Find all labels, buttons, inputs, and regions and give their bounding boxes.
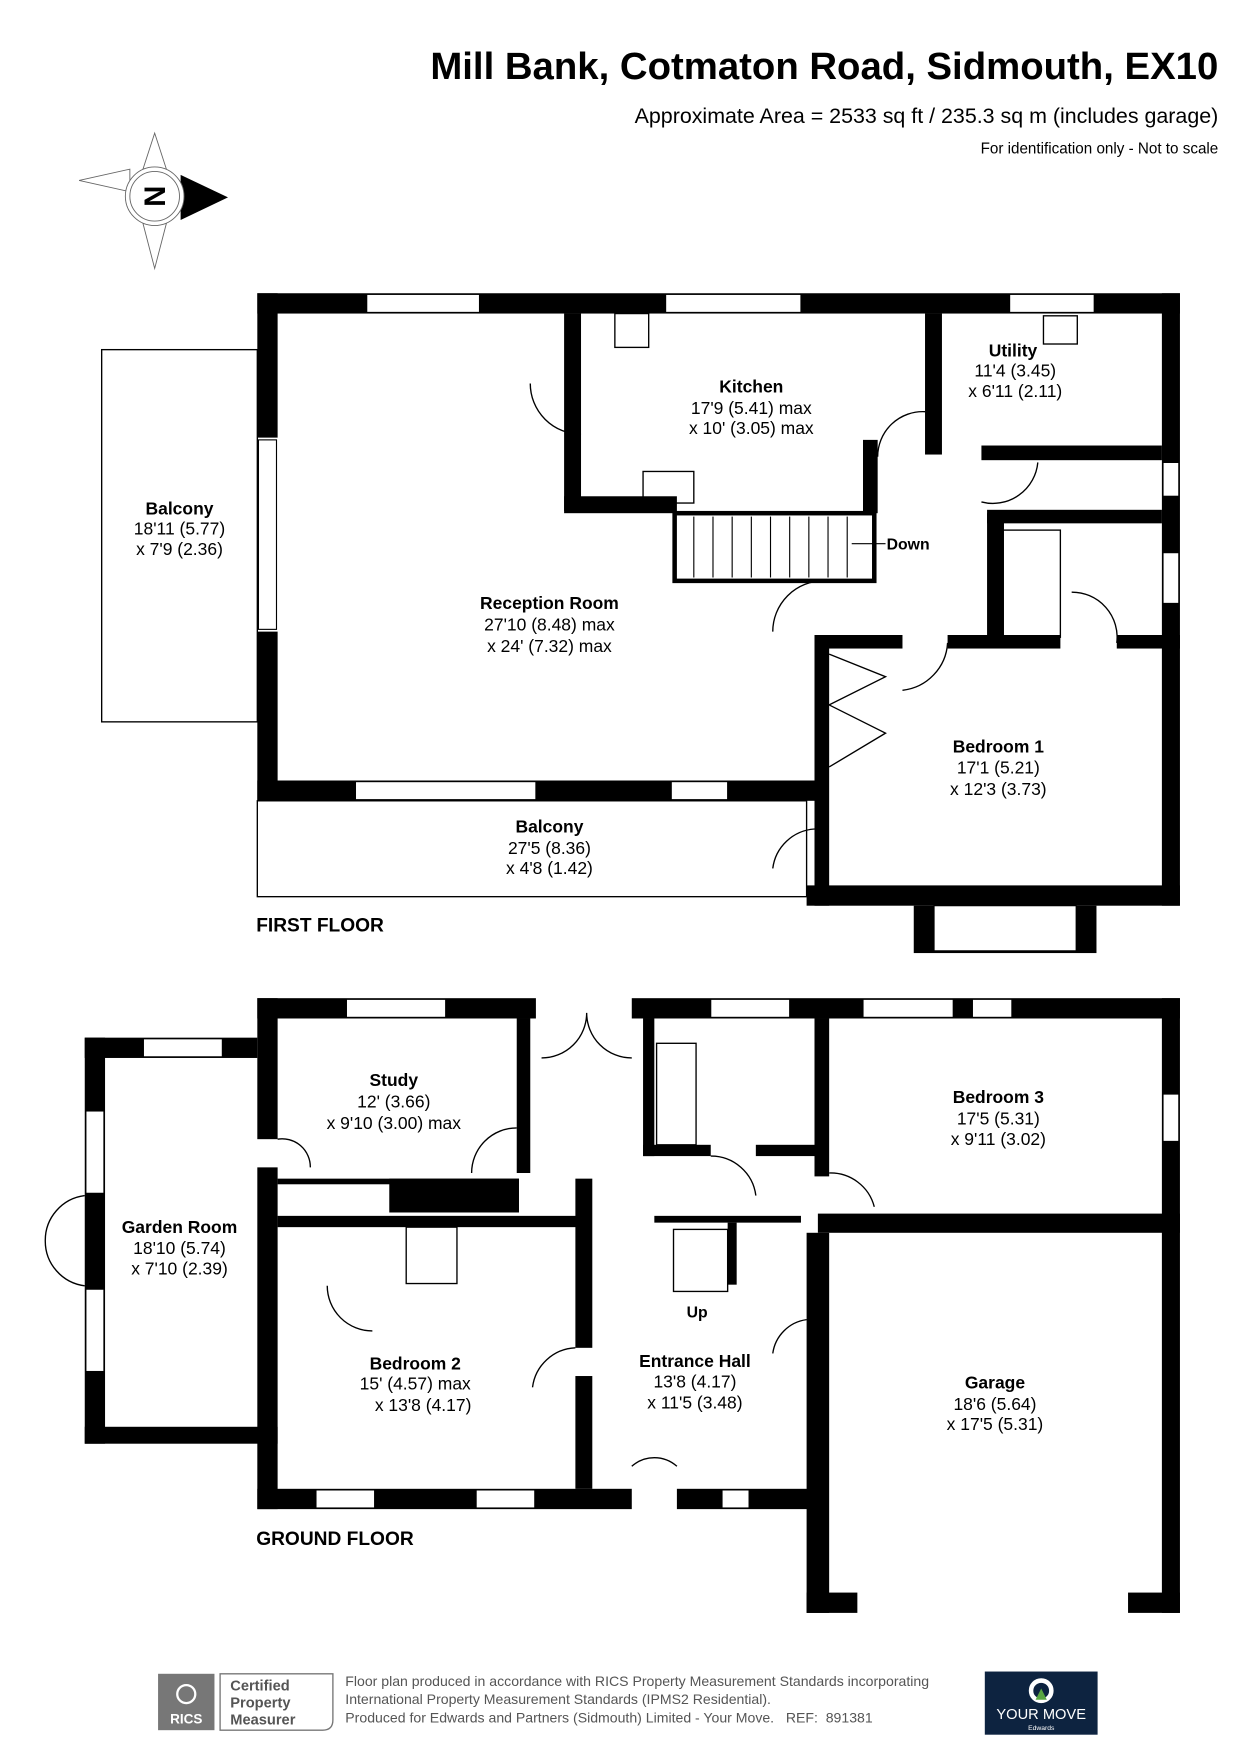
- svg-text:Bedroom 2: Bedroom 2: [370, 1353, 462, 1373]
- svg-text:27'5 (8.36): 27'5 (8.36): [508, 838, 591, 858]
- svg-text:x 9'10 (3.00) max: x 9'10 (3.00) max: [327, 1113, 462, 1133]
- area-text: Approximate Area = 2533 sq ft / 235.3 sq…: [635, 104, 1219, 128]
- svg-text:RICS: RICS: [170, 1711, 202, 1726]
- page-title: Mill Bank, Cotmaton Road, Sidmouth, EX10: [430, 45, 1218, 88]
- svg-text:x 11'5 (3.48): x 11'5 (3.48): [647, 1393, 742, 1413]
- ground-floor-label: GROUND FLOOR: [256, 1529, 414, 1550]
- svg-text:Measurer: Measurer: [230, 1713, 295, 1729]
- svg-text:Reception Room: Reception Room: [480, 593, 619, 613]
- svg-text:x 13'8 (4.17): x 13'8 (4.17): [375, 1395, 472, 1415]
- room-garden-room: Garden Room 18'10 (5.74) x 7'10 (2.39): [122, 1217, 238, 1279]
- room-kitchen: Kitchen 17'9 (5.41) max x 10' (3.05) max: [689, 377, 814, 439]
- svg-text:x 6'11 (2.11): x 6'11 (2.11): [968, 381, 1062, 401]
- room-garage: Garage 18'6 (5.64) x 17'5 (5.31): [947, 1372, 1044, 1434]
- svg-text:17'1 (5.21): 17'1 (5.21): [957, 758, 1040, 778]
- svg-text:x 24' (7.32) max: x 24' (7.32) max: [487, 636, 612, 656]
- room-bedroom-1: Bedroom 1 17'1 (5.21) x 12'3 (3.73): [950, 736, 1047, 799]
- svg-text:Utility: Utility: [989, 340, 1038, 360]
- room-study: Study 12' (3.66) x 9'10 (3.00) max: [327, 1070, 462, 1133]
- svg-text:27'10 (8.48) max: 27'10 (8.48) max: [484, 614, 615, 634]
- svg-text:x 10' (3.05) max: x 10' (3.05) max: [689, 418, 814, 438]
- svg-text:Study: Study: [370, 1070, 419, 1090]
- footer-line-2: International Property Measurement Stand…: [345, 1691, 771, 1707]
- svg-text:Edwards: Edwards: [1028, 1725, 1055, 1732]
- ground-floor-plan: Up Study 12' (3.66) x 9'10 (3.00) max Be…: [44, 998, 1180, 1613]
- svg-text:Kitchen: Kitchen: [719, 377, 783, 397]
- stairs-up-label: Up: [687, 1304, 708, 1321]
- room-utility: Utility 11'4 (3.45) x 6'11 (2.11): [968, 340, 1062, 401]
- svg-text:Bedroom 3: Bedroom 3: [953, 1087, 1045, 1107]
- svg-text:x 4'8 (1.42): x 4'8 (1.42): [506, 858, 593, 878]
- svg-text:N: N: [138, 186, 171, 207]
- svg-text:13'8 (4.17): 13'8 (4.17): [653, 1371, 736, 1391]
- north-arrow-icon: N: [79, 131, 228, 271]
- svg-text:Balcony: Balcony: [515, 816, 583, 836]
- svg-text:12' (3.66): 12' (3.66): [357, 1092, 430, 1112]
- footer-line-3: Produced for Edwards and Partners (Sidmo…: [345, 1709, 873, 1725]
- svg-text:11'4 (3.45): 11'4 (3.45): [974, 361, 1056, 381]
- svg-text:x 7'10 (2.39): x 7'10 (2.39): [131, 1259, 228, 1279]
- svg-text:Certified: Certified: [230, 1679, 289, 1695]
- rics-logo: RICS Certified Property Measurer: [158, 1673, 334, 1731]
- svg-text:x 17'5 (5.31): x 17'5 (5.31): [947, 1414, 1044, 1434]
- svg-text:Bedroom 1: Bedroom 1: [953, 736, 1045, 756]
- svg-text:Balcony: Balcony: [146, 498, 214, 518]
- room-bedroom-2: Bedroom 2 15' (4.57) max x 13'8 (4.17): [360, 1353, 472, 1415]
- svg-text:x 7'9 (2.36): x 7'9 (2.36): [136, 539, 223, 559]
- first-floor-plan: Down Kitchen 17'9 (5.41) max x 10' (3.05…: [100, 293, 1180, 954]
- scale-note: For identification only - Not to scale: [981, 140, 1219, 157]
- svg-text:17'5 (5.31): 17'5 (5.31): [957, 1109, 1040, 1129]
- room-balcony-front: Balcony 27'5 (8.36) x 4'8 (1.42): [506, 816, 593, 878]
- svg-text:15' (4.57) max: 15' (4.57) max: [360, 1374, 471, 1394]
- svg-text:18'10 (5.74): 18'10 (5.74): [133, 1238, 226, 1258]
- svg-text:YOUR MOVE: YOUR MOVE: [996, 1707, 1086, 1723]
- svg-text:18'11 (5.77): 18'11 (5.77): [134, 519, 225, 539]
- room-balcony-side: Balcony 18'11 (5.77) x 7'9 (2.36): [134, 498, 225, 559]
- svg-text:Garden Room: Garden Room: [122, 1217, 238, 1237]
- svg-text:Property: Property: [230, 1696, 291, 1712]
- svg-text:x 9'11 (3.02): x 9'11 (3.02): [951, 1129, 1046, 1149]
- first-floor-label: FIRST FLOOR: [256, 916, 384, 937]
- footer-line-1: Floor plan produced in accordance with R…: [345, 1673, 929, 1689]
- your-move-logo: YOUR MOVE Edwards: [984, 1671, 1098, 1735]
- room-bedroom-3: Bedroom 3 17'5 (5.31) x 9'11 (3.02): [951, 1087, 1046, 1149]
- svg-text:18'6 (5.64): 18'6 (5.64): [953, 1394, 1036, 1414]
- room-reception: Reception Room 27'10 (8.48) max x 24' (7…: [480, 593, 619, 656]
- stairs-down-label: Down: [887, 536, 930, 553]
- svg-text:Garage: Garage: [965, 1372, 1025, 1392]
- room-entrance-hall: Entrance Hall 13'8 (4.17) x 11'5 (3.48): [639, 1351, 751, 1413]
- svg-text:Entrance Hall: Entrance Hall: [639, 1351, 751, 1371]
- svg-text:17'9 (5.41) max: 17'9 (5.41) max: [691, 398, 812, 418]
- svg-text:x 12'3 (3.73): x 12'3 (3.73): [950, 779, 1047, 799]
